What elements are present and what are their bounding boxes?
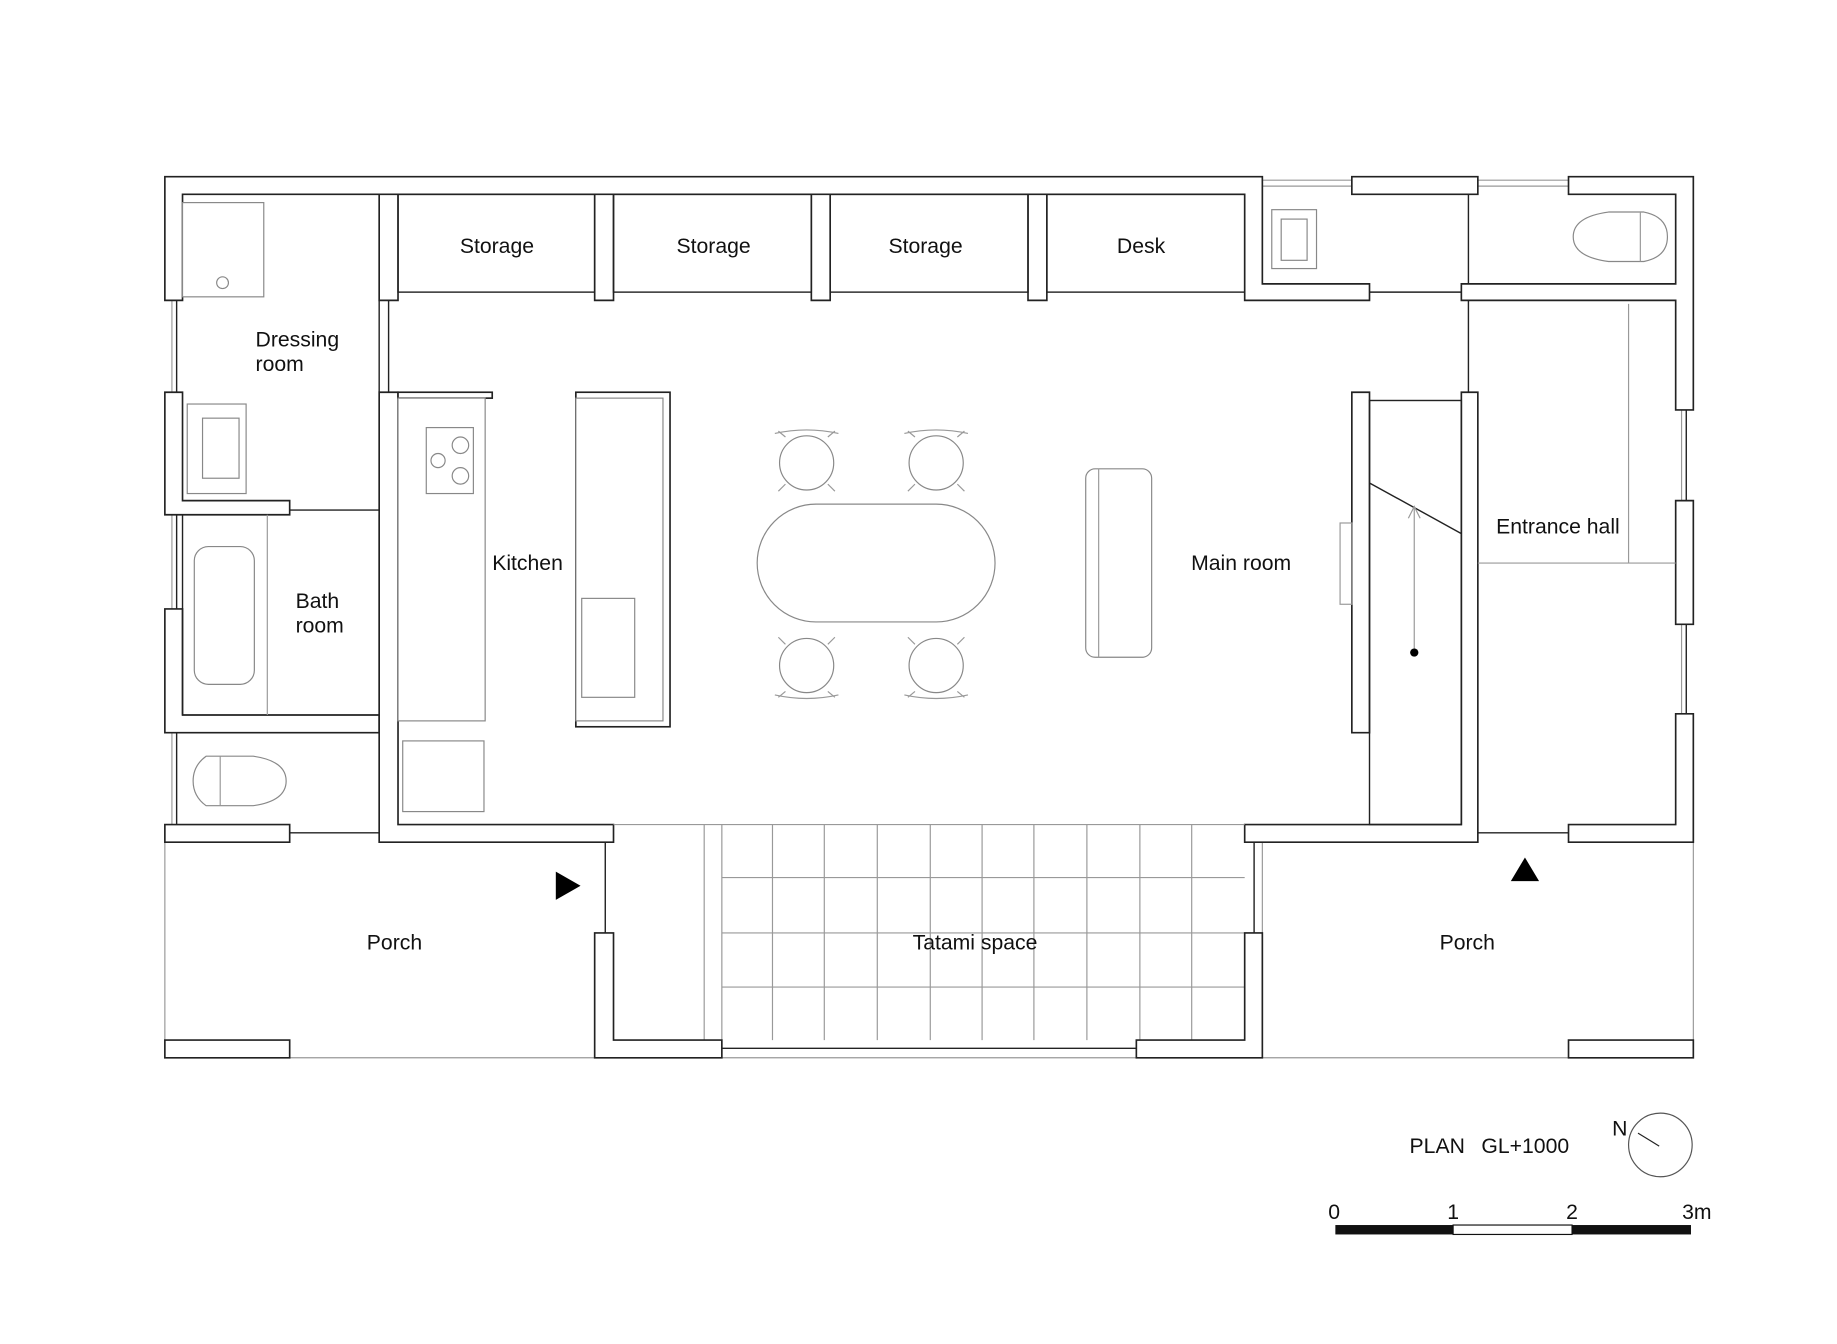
chair-leg xyxy=(907,430,916,438)
wall xyxy=(593,193,615,302)
label-main-room: Main room xyxy=(1191,552,1291,575)
label-kitchen: Kitchen xyxy=(492,552,563,575)
label-bath-room: room xyxy=(296,615,344,638)
scale-tick-label: 1 xyxy=(1447,1201,1459,1224)
wall xyxy=(164,175,1371,302)
sink-icon xyxy=(581,597,636,698)
storage-cabinet xyxy=(829,193,1029,293)
chair-leg xyxy=(777,690,786,698)
scale-tick-label: 3m xyxy=(1682,1201,1711,1224)
plan-title: PLAN xyxy=(1410,1135,1465,1158)
scale-tick-label: 2 xyxy=(1566,1201,1578,1224)
chair-leg xyxy=(956,690,965,698)
wall xyxy=(164,1039,291,1059)
chair-leg xyxy=(777,483,786,492)
label-desk: Desk xyxy=(1117,235,1166,258)
toilet-icon xyxy=(1572,211,1669,263)
scale-tick-label: 0 xyxy=(1328,1201,1340,1224)
staircase xyxy=(1339,399,1463,826)
compass-north-label: N xyxy=(1612,1118,1627,1141)
entrance-arrows xyxy=(555,857,1540,900)
fridge-icon xyxy=(402,740,485,813)
chair-seat xyxy=(908,637,964,694)
room-labels: Storage Storage Storage Desk Dressing ro… xyxy=(256,235,1620,954)
label-storage: Storage xyxy=(460,235,534,258)
plan-legend: PLAN GL+1000 N 0 1 2 3m xyxy=(1328,1112,1712,1236)
chair-leg xyxy=(827,483,836,492)
wall xyxy=(1460,175,1695,411)
chair-back xyxy=(774,694,839,700)
chair-leg xyxy=(956,430,965,438)
wall xyxy=(1674,499,1695,626)
wall xyxy=(378,193,399,302)
chair-back xyxy=(904,694,969,700)
sofa-icon xyxy=(1085,468,1153,658)
wall xyxy=(1567,712,1695,844)
entry-arrow-icon xyxy=(1510,857,1540,882)
compass-icon xyxy=(1627,1112,1693,1178)
label-storage: Storage xyxy=(888,235,962,258)
label-porch: Porch xyxy=(367,931,422,954)
wall xyxy=(164,391,291,516)
desk-cabinet xyxy=(1046,193,1246,293)
chair-icon xyxy=(904,429,969,492)
walls xyxy=(164,175,1695,1059)
storage-cabinet xyxy=(612,193,813,293)
storage-cabinet xyxy=(397,193,596,293)
chair-back xyxy=(774,429,839,435)
chair-leg xyxy=(827,636,836,645)
windows xyxy=(164,179,1694,1059)
chair-back xyxy=(904,429,969,435)
tatami-grid xyxy=(703,824,1245,1041)
furniture xyxy=(181,202,1669,813)
wall xyxy=(593,932,723,1059)
chair-leg xyxy=(777,636,786,645)
chair-leg xyxy=(907,483,916,492)
bathtub-icon xyxy=(193,545,255,685)
plan-level: GL+1000 xyxy=(1481,1135,1569,1158)
scale-bar-segment xyxy=(1452,1224,1573,1236)
chair-leg xyxy=(827,690,836,698)
chair-icon xyxy=(774,636,839,700)
wall xyxy=(1027,193,1048,302)
chair-seat xyxy=(778,637,835,694)
interior-lines xyxy=(289,193,1676,826)
chair-leg xyxy=(956,636,965,645)
label-dressing-room: room xyxy=(256,353,304,376)
label-dressing-room: Dressing xyxy=(256,328,340,351)
entry-arrow-icon xyxy=(555,871,581,900)
label-storage: Storage xyxy=(676,235,750,258)
stair-start-dot xyxy=(1410,648,1419,657)
chair-leg xyxy=(827,430,836,438)
scale-bar-segment xyxy=(1572,1225,1691,1235)
wall xyxy=(1135,932,1264,1059)
label-tatami-space: Tatami space xyxy=(913,931,1038,954)
chair-leg xyxy=(777,430,786,438)
chair-leg xyxy=(956,483,965,492)
label-porch: Porch xyxy=(1440,931,1495,954)
scale-bar-segment xyxy=(1335,1225,1454,1235)
chair-seat xyxy=(908,435,964,491)
wall xyxy=(1567,1039,1695,1059)
dining-table xyxy=(756,503,996,623)
wall xyxy=(1351,175,1479,196)
chair-seat xyxy=(778,435,835,491)
chair-leg xyxy=(907,636,916,645)
wall xyxy=(164,823,291,844)
wall xyxy=(810,193,832,302)
chair-leg xyxy=(907,690,916,698)
chair-icon xyxy=(904,636,969,700)
chair-icon xyxy=(774,429,839,492)
toilet-icon xyxy=(192,755,287,807)
label-bath-room: Bath xyxy=(296,590,340,613)
wall xyxy=(1351,391,1371,734)
label-entrance-hall: Entrance hall xyxy=(1496,516,1620,539)
